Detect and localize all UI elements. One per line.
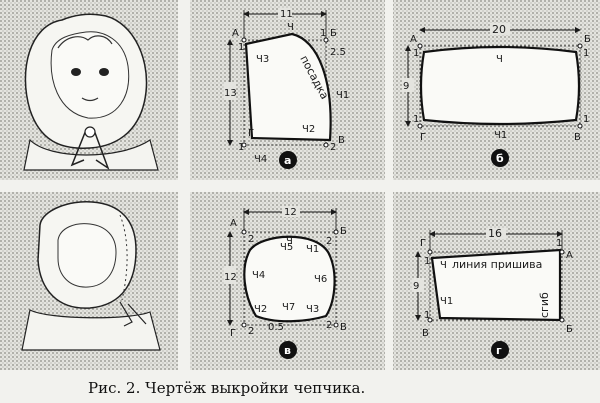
badge-a: а: [284, 154, 291, 167]
num-05-v: 0.5: [268, 322, 284, 333]
panel-b: 20 9 А Б В Г Ч Ч1 1 1 1 1 б: [402, 23, 591, 167]
pt-ch1-b: Ч1: [494, 130, 507, 141]
illustration-baby-front: [23, 13, 159, 171]
num-2d-v: 2: [248, 326, 254, 337]
dim-top-b: 20: [492, 23, 506, 36]
num-1c-b: 1: [583, 114, 589, 125]
corner-g-b: Г: [420, 132, 426, 143]
illustration-bonnet-back: [21, 201, 161, 351]
pt-ch4-v: Ч4: [252, 270, 265, 281]
corner-b-v: Б: [340, 226, 347, 237]
pt-ch3-a: Ч3: [256, 54, 269, 65]
num-2b-v: 2: [326, 236, 332, 247]
num-1c-g: 1: [556, 238, 562, 249]
pt-ch6-v: Ч6: [314, 274, 327, 285]
num-1d-b: 1: [413, 114, 419, 125]
badge-v: в: [284, 344, 291, 357]
dim-top-v: 12: [284, 207, 297, 218]
pt-ch1-v: Ч1: [306, 244, 319, 255]
pt-ch3-v: Ч3: [306, 304, 319, 315]
num-1a-g: 1: [424, 256, 430, 267]
pt-ch1-a: Ч1: [336, 90, 349, 101]
pt-ch-g: Ч: [440, 260, 447, 271]
pt-ch4-a: Ч4: [254, 154, 267, 165]
corner-b-a: Б: [330, 28, 337, 39]
corner-b-b: Б: [584, 34, 591, 45]
dim-left-a: 13: [224, 88, 237, 99]
num-2c-v: 2: [326, 320, 332, 331]
pt-ch-a: Ч: [287, 22, 294, 33]
corner-a-v: А: [230, 218, 237, 229]
num-1a-b: 1: [413, 48, 419, 59]
pt-ch-b: Ч: [496, 54, 503, 65]
pt-ch2-v: Ч2: [254, 304, 267, 315]
num-1c-a: 1: [320, 28, 326, 39]
corner-v-v: В: [340, 322, 347, 333]
num-2a-a: 2: [330, 142, 336, 153]
pt-ch-v: Ч: [286, 236, 293, 247]
fold-label-g: сгиб: [538, 292, 551, 318]
badge-b: б: [496, 152, 504, 165]
badge-g: г: [496, 344, 502, 357]
num-1b-a: 1: [238, 142, 244, 153]
pt-ch7-v: Ч7: [282, 302, 295, 313]
corner-g-g: Г: [420, 238, 426, 249]
corner-v-g: В: [422, 328, 429, 339]
panel-g: 16 9 Г А Б В Ч Ч1 1 1 1 линия пришива сг…: [412, 227, 573, 359]
pt-ch1-g: Ч1: [440, 296, 453, 307]
num-1a-a: 1: [238, 42, 244, 53]
corner-g-v: Г: [230, 328, 236, 339]
dim-left-v: 12: [224, 272, 237, 283]
corner-v-a: В: [338, 135, 345, 146]
corner-a-g: А: [566, 250, 573, 261]
dim-left-g: 9: [413, 281, 419, 292]
dim-top-g: 16: [488, 227, 502, 240]
pt-ch5-v: Ч5: [280, 242, 293, 253]
corner-g-a: Г: [248, 128, 254, 139]
num-25-a: 2.5: [330, 47, 346, 58]
corner-a-a: А: [232, 28, 239, 39]
panel-v: 12 12 А Б В Г Ч Ч1 Ч2 Ч3 Ч4 Ч5 Ч6 Ч7 2 2…: [224, 206, 347, 359]
figure-caption: Рис. 2. Чертёж выкройки чепчика.: [88, 379, 365, 397]
num-1b-b: 1: [583, 48, 589, 59]
corner-b-g: Б: [566, 324, 573, 335]
panel-a: 11 13 А Б В Г Ч Ч1 Ч2 Ч3 Ч4 1 1 1 2 2.5 …: [224, 8, 349, 169]
num-2a-v: 2: [248, 234, 254, 245]
seam-label-g: линия пришива: [452, 258, 542, 271]
pt-ch2-a: Ч2: [302, 124, 315, 135]
dim-left-b: 9: [403, 81, 409, 92]
corner-a-b: А: [410, 34, 417, 45]
corner-v-b: В: [574, 132, 581, 143]
dim-top-a: 11: [280, 9, 293, 20]
num-1b-g: 1: [424, 310, 430, 321]
